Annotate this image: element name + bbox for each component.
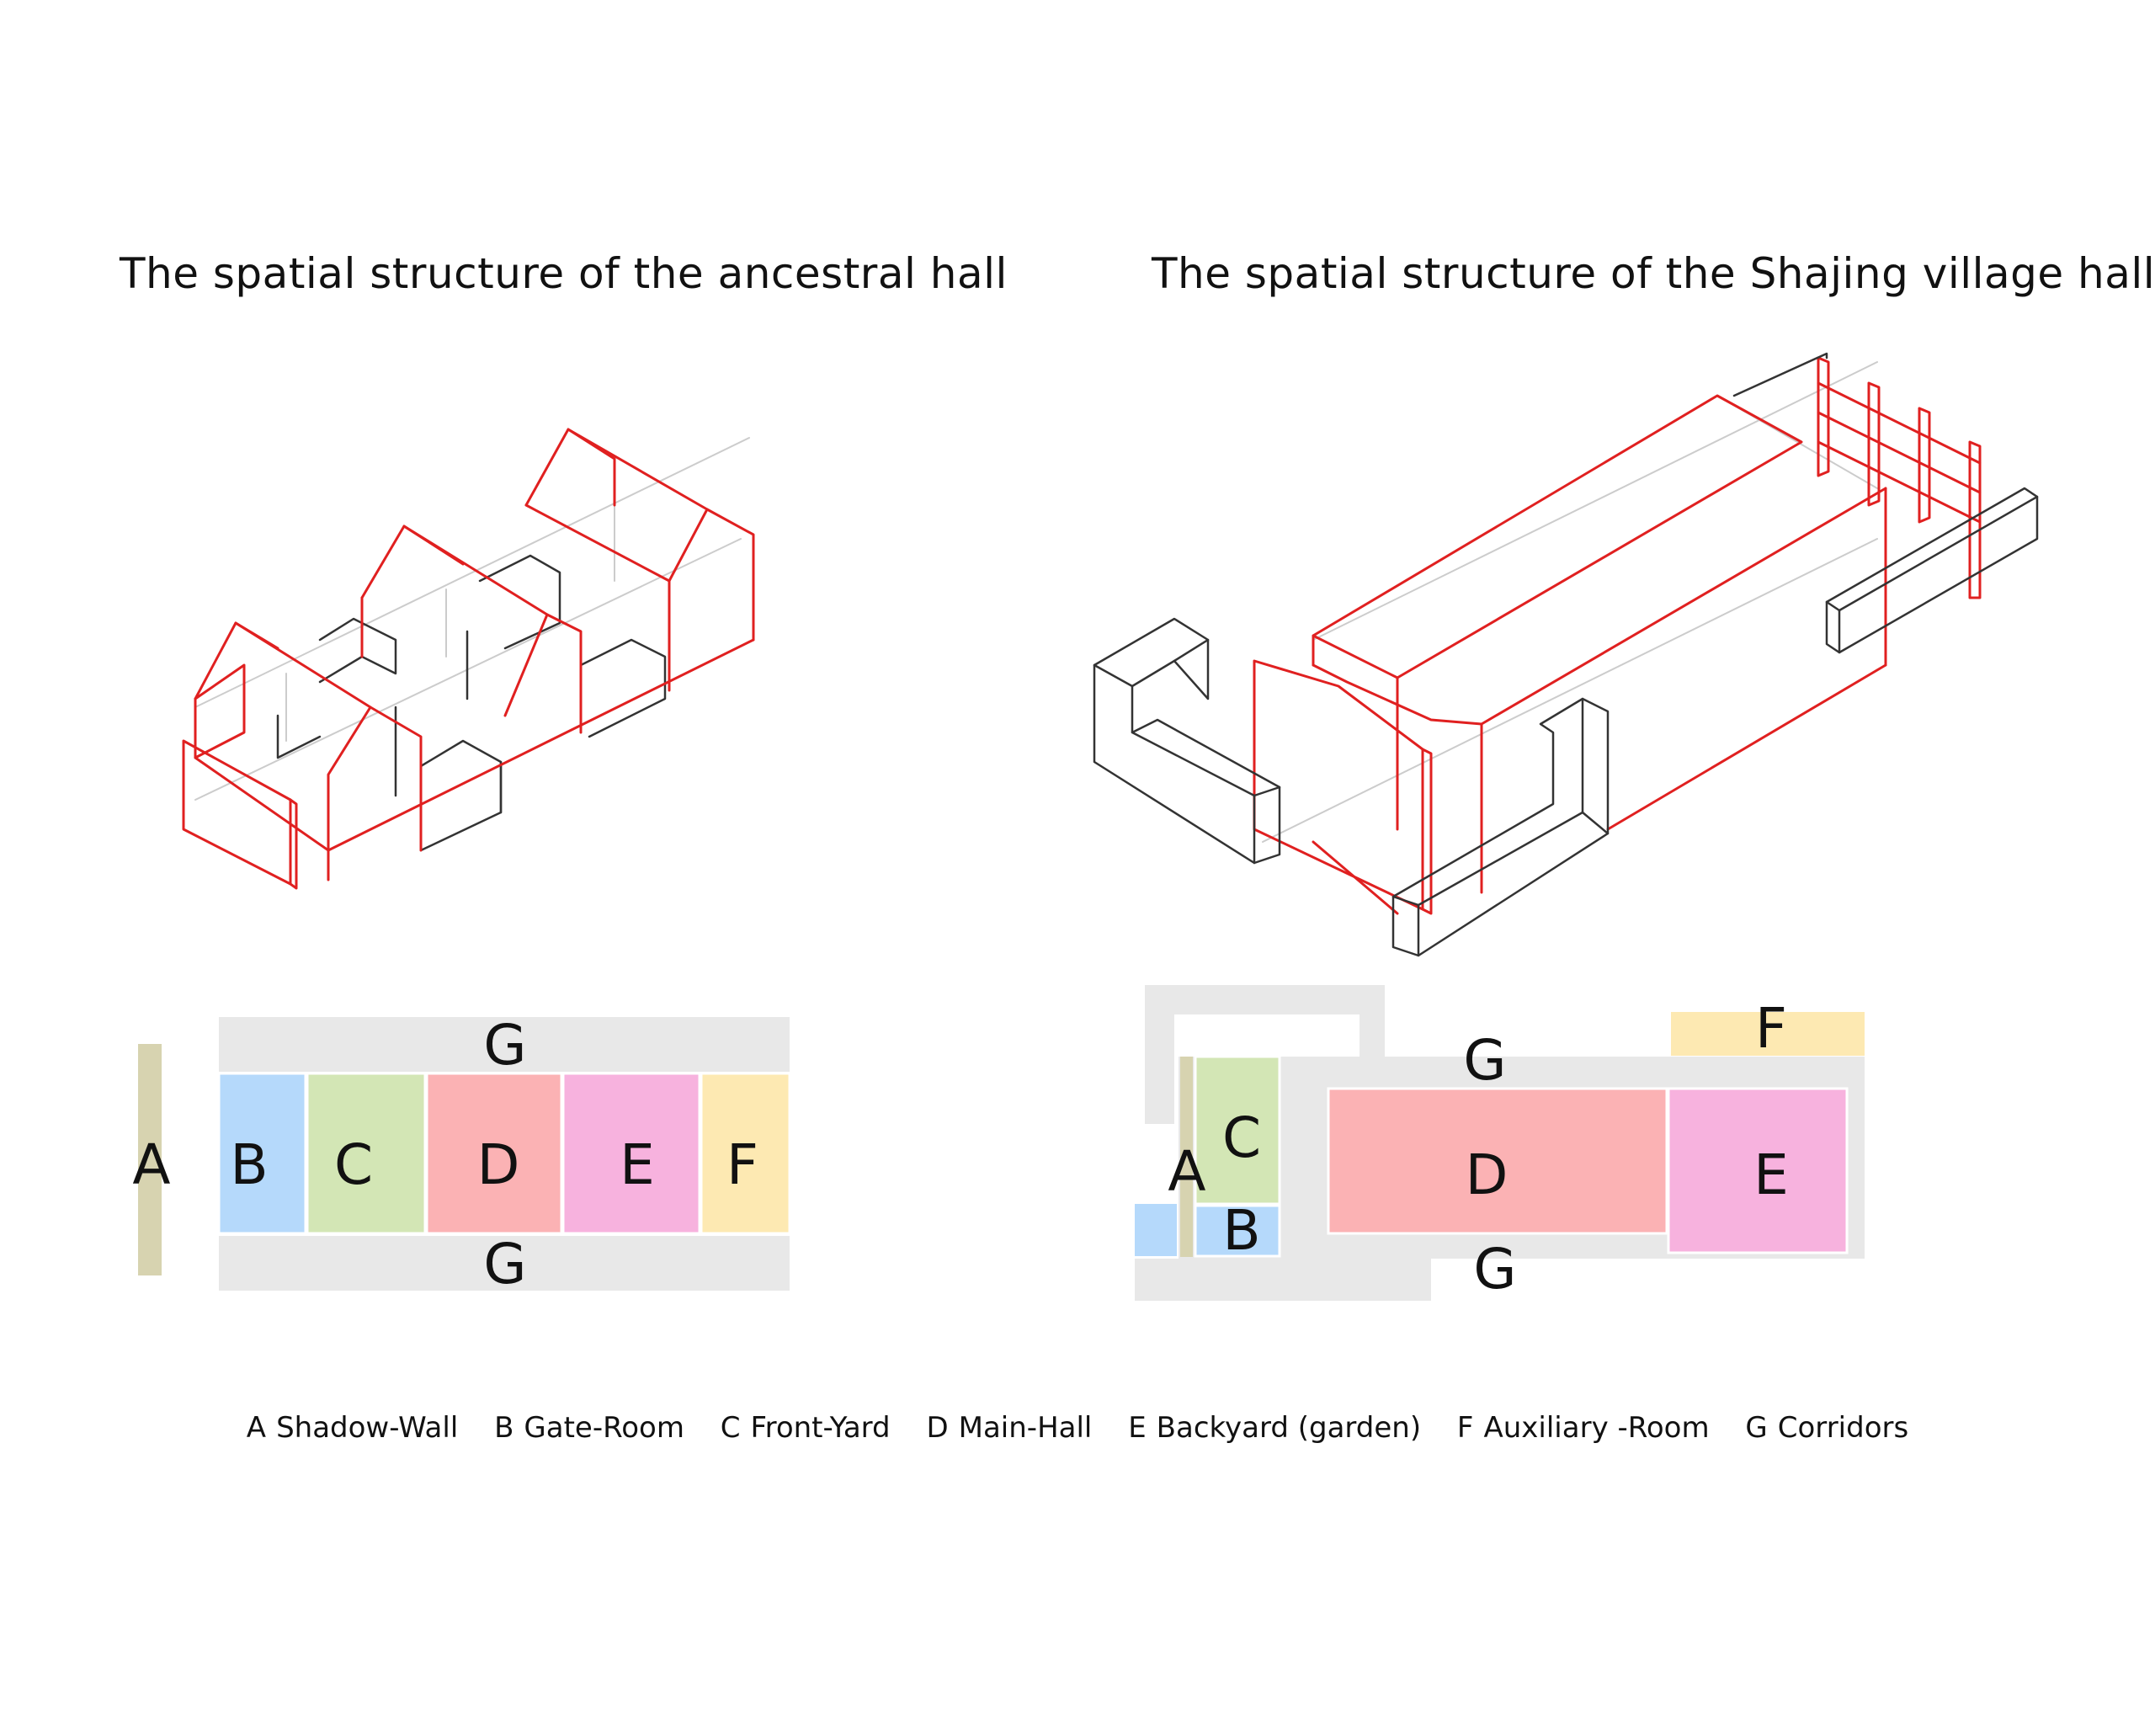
plan-right-label-c: C (1222, 1105, 1261, 1170)
shajing-hall-axonometric (1093, 352, 2039, 957)
ancestral-hall-axonometric (182, 428, 755, 890)
plan-left-label-g-bottom: G (483, 1232, 526, 1297)
plan-left-label-a: A (132, 1132, 170, 1197)
plan-left-label-d: D (477, 1132, 520, 1197)
plan-right-auxiliary-room (1671, 1012, 1865, 1056)
shajing-hall-title: The spatial structure of the Shajing vil… (1152, 249, 2155, 298)
plan-left-main-hall (425, 1072, 563, 1235)
plan-left-corridor-top (219, 1017, 790, 1072)
plan-right-front-yard (1194, 1055, 1281, 1206)
plan-left-auxiliary-room (700, 1072, 791, 1235)
plan-left-shadow-wall (138, 1044, 162, 1275)
plan-right-label-d: D (1466, 1142, 1508, 1207)
ancestral-hall-plan: A B C D E F G G (132, 1013, 791, 1297)
plan-right-gate-room-outer (1135, 1204, 1177, 1256)
plan-right-label-g-top: G (1463, 1028, 1506, 1093)
plan-left-label-g-top: G (483, 1013, 526, 1078)
plan-right-corridor-loop (1145, 985, 1385, 1124)
plan-right-label-f: F (1755, 996, 1787, 1061)
plan-left-label-f: F (726, 1132, 758, 1197)
plan-left-gate-room (217, 1072, 307, 1235)
plan-left-label-e: E (620, 1132, 655, 1197)
plan-right-label-g-bottom: G (1473, 1237, 1516, 1302)
plan-right-gate-room (1194, 1204, 1281, 1258)
ancestral-hall-title: The spatial structure of the ancestral h… (120, 249, 1008, 298)
plan-right-label-b: B (1222, 1198, 1260, 1263)
plan-left-backyard (561, 1072, 701, 1235)
plan-left-corridor-bottom (219, 1236, 790, 1291)
plan-right-shadow-wall (1180, 1057, 1193, 1257)
plan-right-label-e: E (1753, 1142, 1789, 1207)
plan-right-backyard (1667, 1087, 1849, 1254)
plan-right-label-a: A (1168, 1139, 1205, 1204)
plan-left-front-yard (306, 1072, 427, 1235)
plan-right-main-hall (1327, 1087, 1668, 1235)
plan-left-label-c: C (334, 1132, 373, 1197)
shajing-hall-plan: A B C D E F G G (1135, 985, 1865, 1302)
plan-left-label-b: B (230, 1132, 268, 1197)
